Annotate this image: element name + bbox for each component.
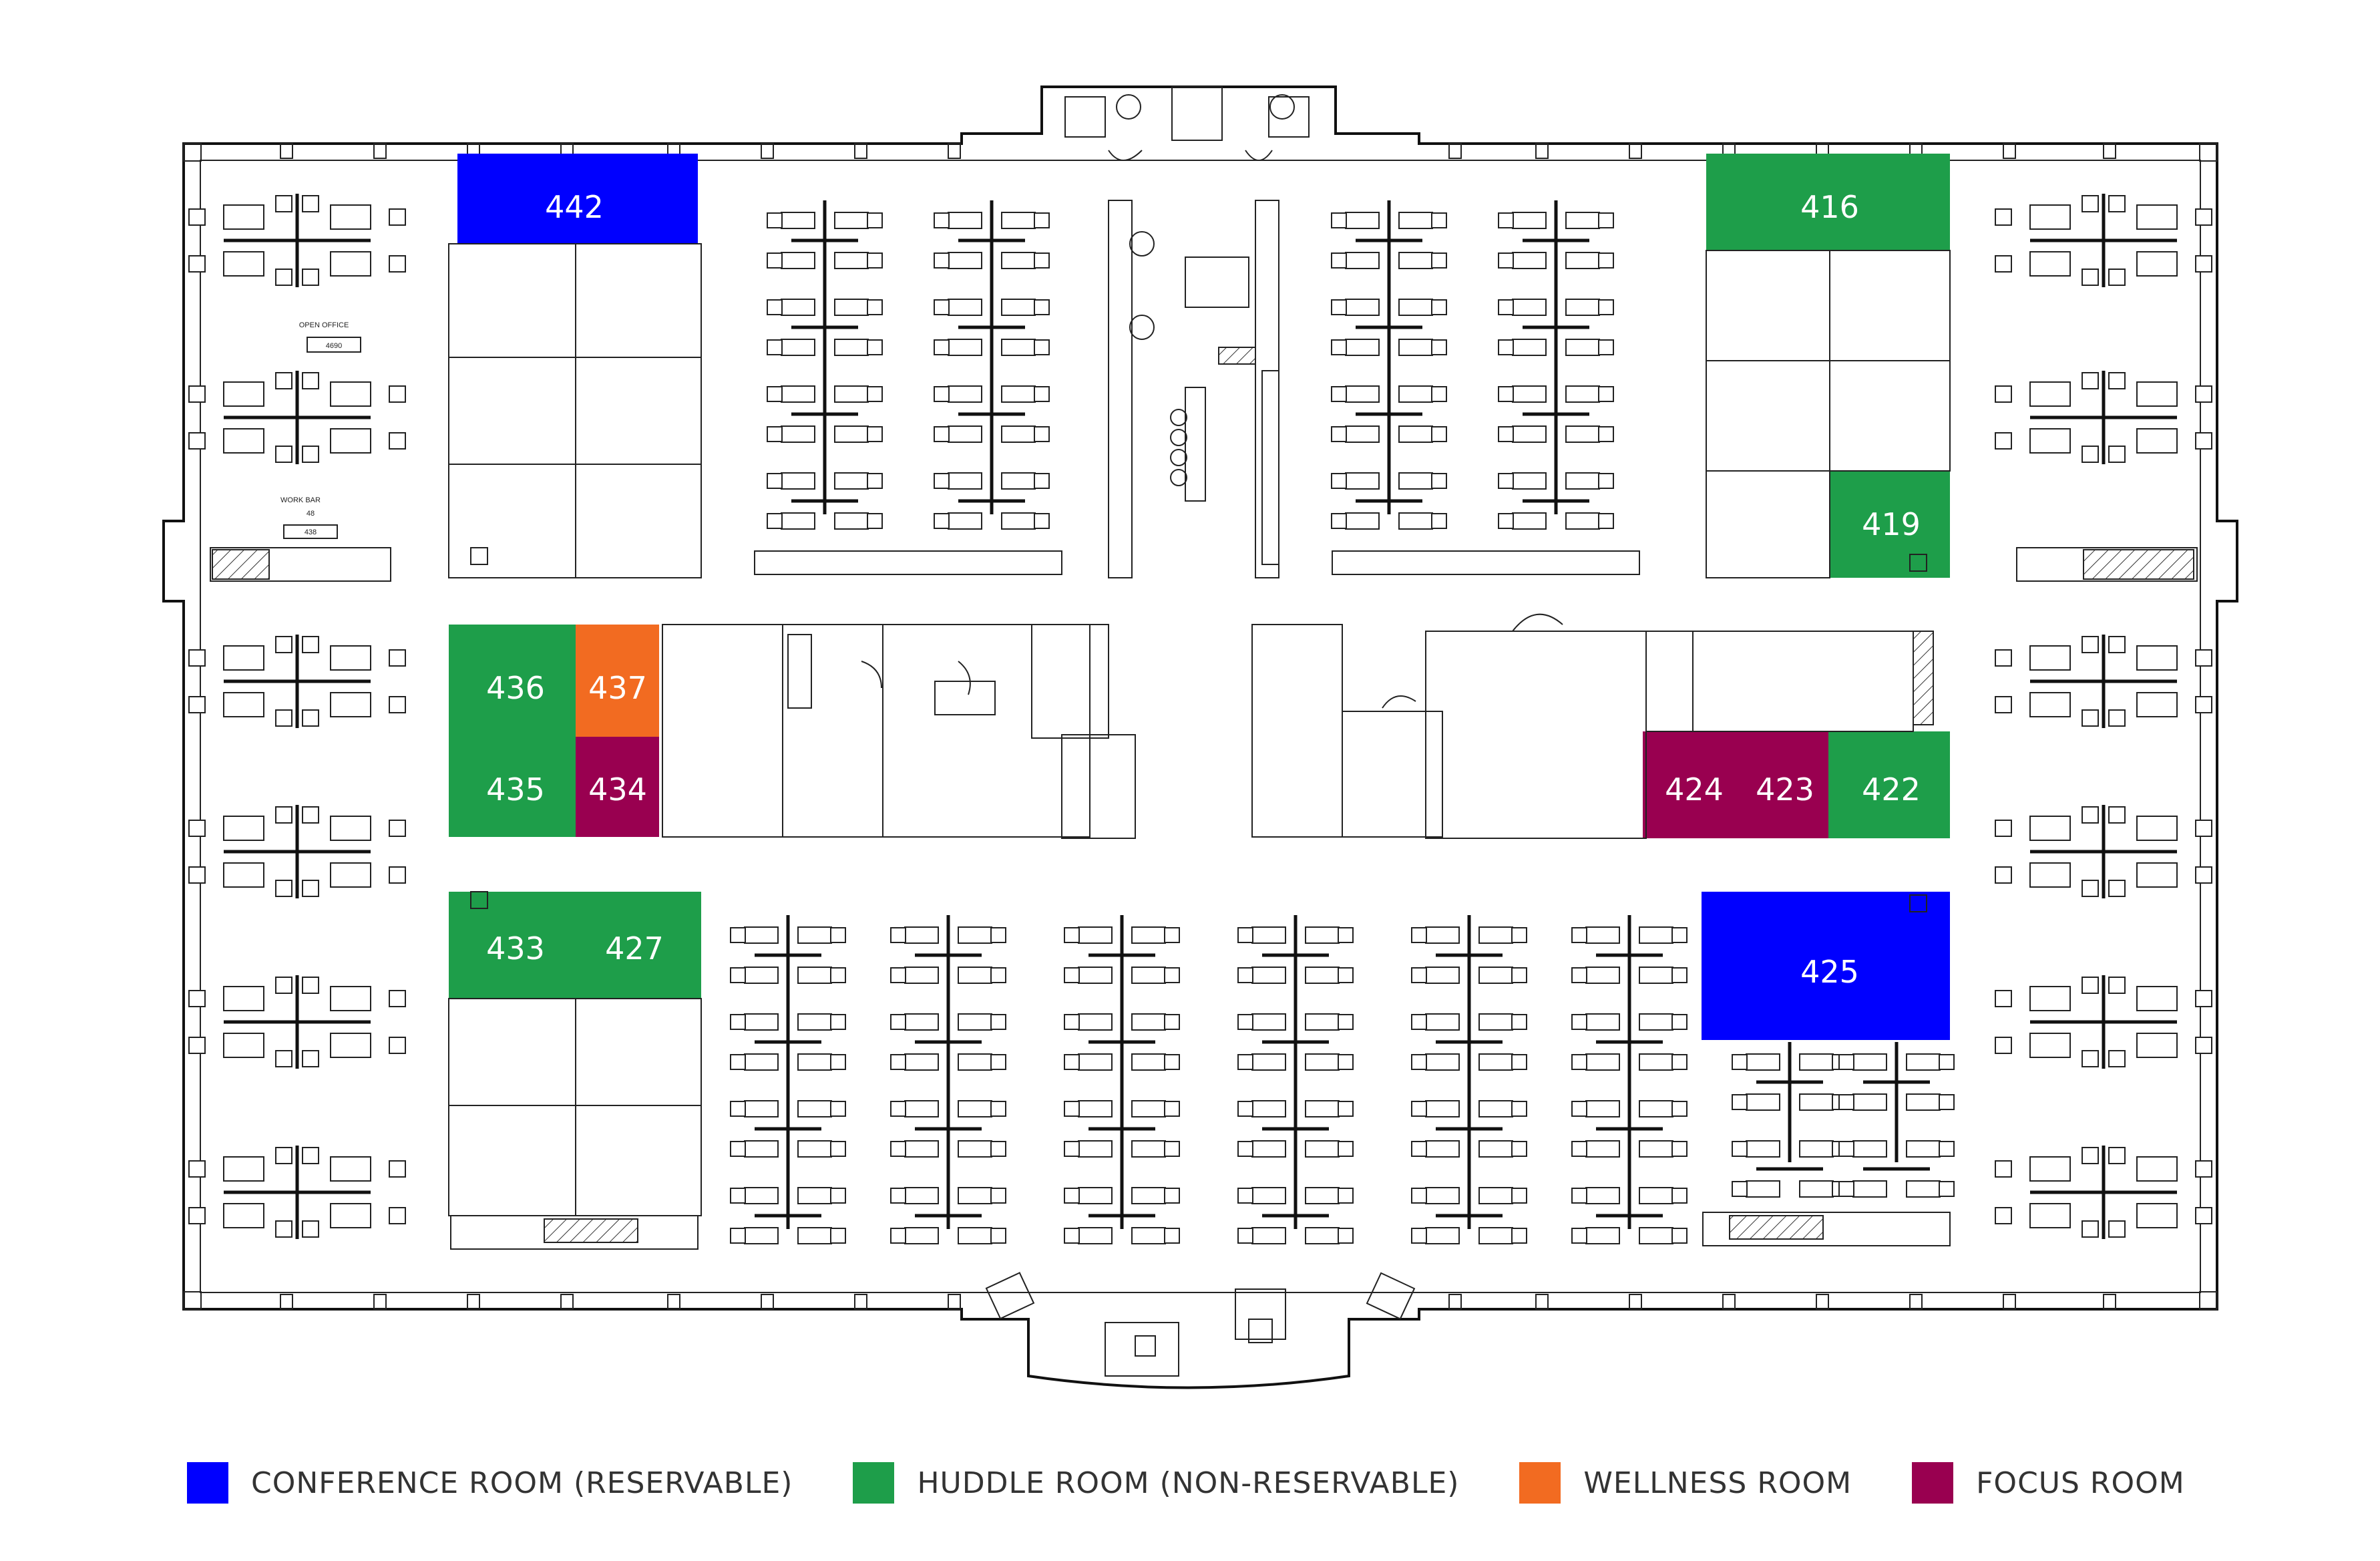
- room-433[interactable]: 433: [449, 892, 576, 999]
- desk-bench: [1498, 200, 1614, 530]
- work-bar-left: WORK BAR 48 438: [210, 496, 391, 582]
- legend-label: WELLNESS ROOM: [1583, 1465, 1852, 1500]
- svg-text:438: 438: [305, 528, 317, 536]
- desk-pod: [1995, 635, 2212, 728]
- desk-pod: [188, 1146, 406, 1239]
- room-425[interactable]: 425: [1702, 892, 1950, 1040]
- break-area: [1108, 200, 1279, 578]
- huddle-swatch: [853, 1462, 895, 1504]
- counters: [754, 550, 1640, 575]
- desk-bench: [1411, 915, 1527, 1244]
- desk-pod: [188, 371, 406, 464]
- room-435[interactable]: 435: [449, 737, 576, 837]
- desk-pod: [1995, 194, 2212, 287]
- room-437[interactable]: 437: [576, 625, 659, 737]
- room-419[interactable]: 419: [1830, 471, 1950, 578]
- focus-swatch: [1912, 1462, 1954, 1504]
- desk-pod: [188, 975, 406, 1069]
- desk-bench: [1064, 915, 1180, 1244]
- svg-text:48: 48: [307, 510, 315, 518]
- building-outline: [162, 85, 2238, 1389]
- svg-text:442: 442: [545, 189, 604, 225]
- svg-text:433: 433: [486, 930, 545, 967]
- desk-bench: [730, 915, 846, 1244]
- offices-right: [1702, 250, 1951, 1246]
- svg-text:424: 424: [1665, 771, 1724, 808]
- svg-text:427: 427: [605, 930, 664, 967]
- conference-swatch: [187, 1462, 228, 1504]
- svg-text:434: 434: [588, 771, 647, 808]
- room-424[interactable]: 424: [1643, 731, 1742, 838]
- svg-text:4690: 4690: [326, 342, 342, 350]
- workstation-benches: [730, 200, 1955, 1244]
- legend: CONFERENCE ROOM (RESERVABLE) HUDDLE ROOM…: [187, 1459, 2245, 1506]
- svg-text:416: 416: [1800, 189, 1859, 225]
- desk-bench: [767, 200, 883, 530]
- room-427[interactable]: 427: [576, 892, 701, 999]
- svg-text:OPEN OFFICE: OPEN OFFICE: [299, 321, 349, 329]
- legend-item-wellness: WELLNESS ROOM: [1519, 1462, 1852, 1504]
- wellness-swatch: [1519, 1462, 1561, 1504]
- room-416[interactable]: 416: [1706, 154, 1950, 250]
- legend-item-conference: CONFERENCE ROOM (RESERVABLE): [187, 1462, 793, 1504]
- desk-bench: [1732, 1042, 1848, 1198]
- open-office-label: OPEN OFFICE 4690: [299, 321, 361, 353]
- room-422[interactable]: 422: [1828, 731, 1950, 838]
- desk-bench: [1237, 915, 1354, 1244]
- legend-label: CONFERENCE ROOM (RESERVABLE): [251, 1465, 793, 1500]
- svg-text:422: 422: [1862, 771, 1921, 808]
- legend-item-huddle: HUDDLE ROOM (NON-RESERVABLE): [853, 1462, 1459, 1504]
- legend-item-focus: FOCUS ROOM: [1912, 1462, 2185, 1504]
- svg-text:419: 419: [1862, 506, 1921, 542]
- room-434[interactable]: 434: [576, 737, 659, 837]
- work-bar-right: [2016, 547, 2198, 582]
- desk-pod: [188, 805, 406, 898]
- svg-text:423: 423: [1756, 771, 1814, 808]
- desk-pod: [1995, 975, 2212, 1069]
- desk-bench: [1571, 915, 1688, 1244]
- desk-pod: [188, 194, 406, 287]
- legend-label: FOCUS ROOM: [1976, 1465, 2185, 1500]
- workstation-pods: [188, 194, 2212, 1239]
- desk-pod: [1995, 1146, 2212, 1239]
- svg-text:WORK BAR: WORK BAR: [280, 496, 321, 504]
- desk-bench: [890, 915, 1006, 1244]
- legend-label: HUDDLE ROOM (NON-RESERVABLE): [917, 1465, 1460, 1500]
- svg-text:435: 435: [486, 771, 545, 808]
- desk-pod: [188, 635, 406, 728]
- svg-text:425: 425: [1800, 954, 1859, 990]
- svg-text:436: 436: [486, 670, 545, 706]
- building-core: [662, 613, 1934, 839]
- desk-bench: [1838, 1042, 1955, 1198]
- desk-bench: [1331, 200, 1447, 530]
- room-442[interactable]: 442: [457, 154, 698, 244]
- room-436[interactable]: 436: [449, 625, 576, 737]
- room-423[interactable]: 423: [1742, 731, 1828, 838]
- offices-left: [448, 243, 702, 1250]
- desk-bench: [934, 200, 1050, 530]
- svg-text:437: 437: [588, 670, 647, 706]
- desk-pod: [1995, 371, 2212, 464]
- desk-pod: [1995, 805, 2212, 898]
